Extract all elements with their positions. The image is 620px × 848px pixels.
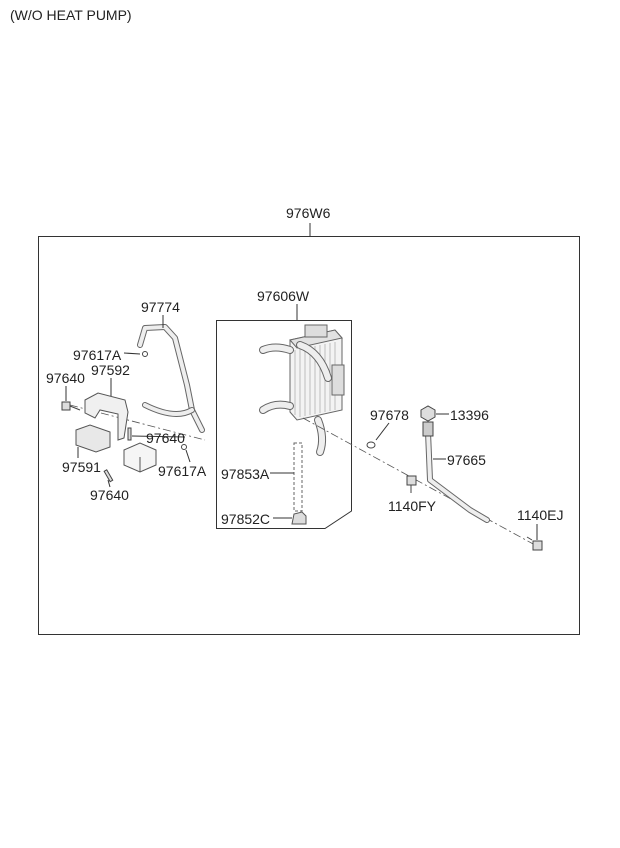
pin-97640-mid [127, 427, 132, 441]
label-97617A-bottom: 97617A [158, 463, 207, 479]
pin-97640-bottom [103, 469, 114, 483]
label-97640-mid: 97640 [146, 430, 185, 446]
label-97853A: 97853A [221, 466, 270, 482]
label-97640-left: 97640 [46, 370, 85, 386]
subassembly-frame [216, 320, 352, 529]
label-97852C: 97852C [221, 511, 271, 527]
label-97591: 97591 [62, 459, 101, 475]
assembly-frame [38, 236, 580, 635]
label-97665: 97665 [447, 452, 486, 468]
oring-97678 [366, 441, 376, 449]
pipe-97774 [137, 324, 205, 433]
bolt-1140FY [406, 475, 417, 493]
bolt-97640-left [61, 401, 81, 411]
chiller-pipes [259, 341, 332, 456]
diagram-title: (W/O HEAT PUMP) [10, 7, 132, 23]
label-97592: 97592 [91, 362, 130, 378]
fitting-97665 [422, 421, 434, 437]
oring-97617A-top [142, 351, 148, 357]
label-97774: 97774 [141, 299, 180, 315]
bolt-1140EJ [526, 536, 543, 551]
chiller-body [289, 324, 345, 421]
label-97617A-top: 97617A [73, 347, 122, 363]
label-1140EJ: 1140EJ [517, 507, 564, 523]
nut-13396 [420, 405, 436, 422]
bracket-97592 [84, 392, 129, 441]
block-97591 [75, 424, 111, 453]
label-subassembly-97606W: 97606W [257, 288, 310, 304]
label-13396: 13396 [450, 407, 489, 423]
rod-97853A [293, 442, 303, 512]
alignment-line [302, 417, 536, 546]
label-assembly-976W6: 976W6 [286, 205, 331, 221]
label-1140FY: 1140FY [388, 498, 436, 514]
pipe-97665 [425, 429, 490, 523]
label-97678: 97678 [370, 407, 409, 423]
cap-97852C [291, 511, 307, 525]
oring-97617A-bottom [181, 444, 187, 450]
label-97640-bottom: 97640 [90, 487, 129, 503]
